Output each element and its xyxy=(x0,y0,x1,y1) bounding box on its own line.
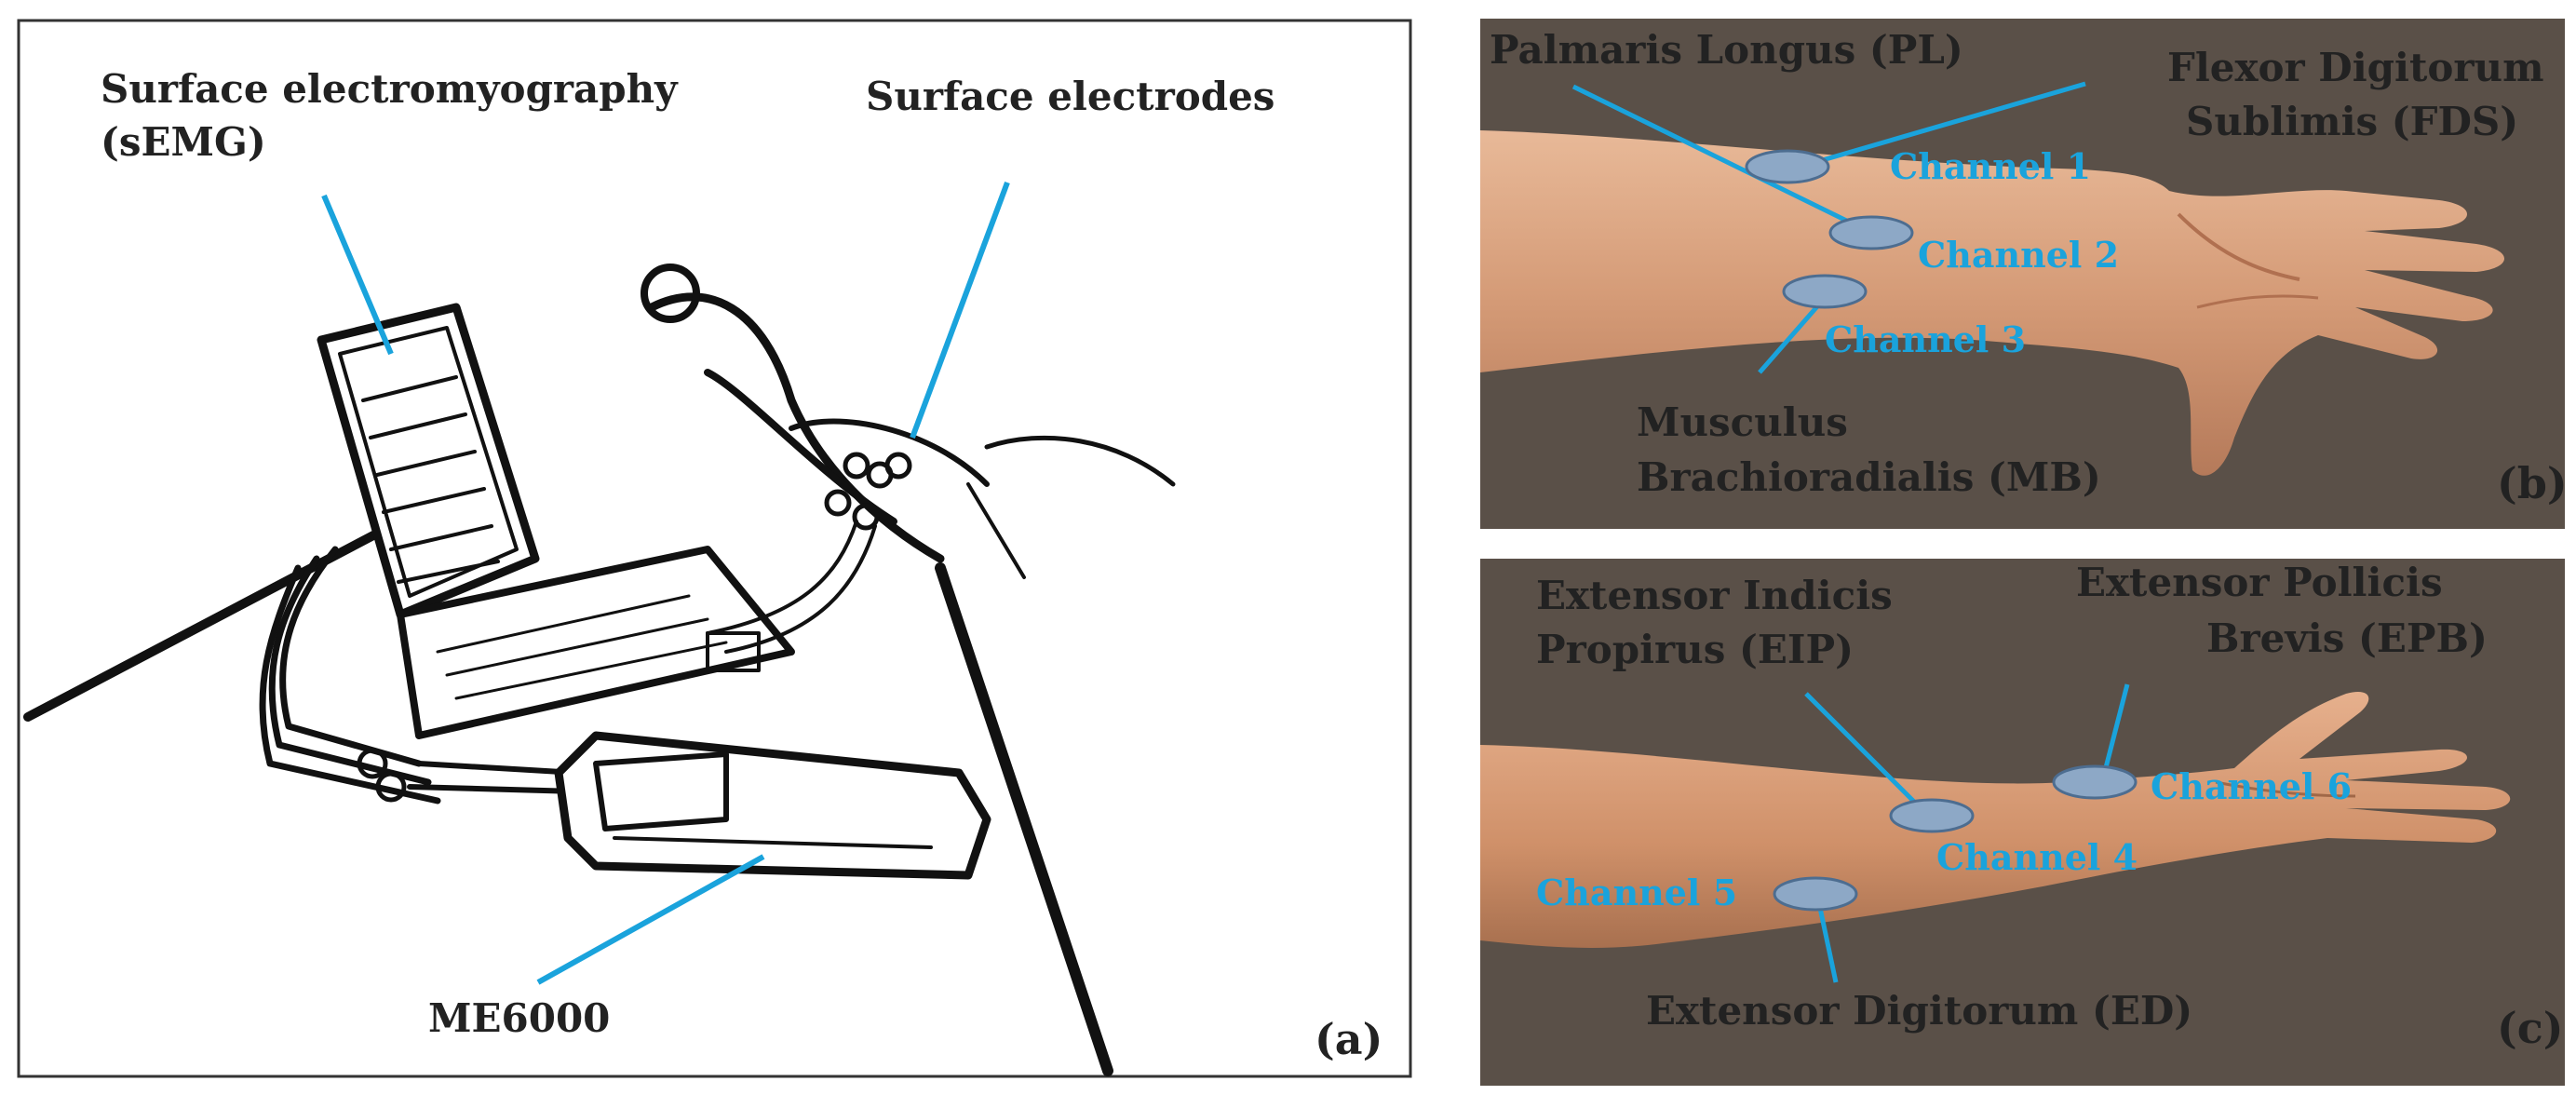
ed-leader-line xyxy=(1817,907,1839,983)
forearm-dorsal xyxy=(1480,691,2511,948)
forearm-palm-up xyxy=(1480,130,2504,476)
panel-c: Extensor Indicis Propirus (EIP) Extensor… xyxy=(1480,559,2565,1086)
muscle-mb-label-line1: Musculus xyxy=(1637,399,1848,445)
panel-b: Palmaris Longus (PL) Flexor Digitorum Su… xyxy=(1480,19,2568,529)
electrode-channel-6 xyxy=(2052,764,2138,800)
me6000-callout-line xyxy=(536,854,765,985)
muscle-fds-label-line2: Sublimis (FDS) xyxy=(2186,99,2518,144)
panel-c-tag: (c) xyxy=(2497,1003,2564,1053)
muscle-fds-label-line1: Flexor Digitorum xyxy=(2167,45,2544,90)
panel-a: Surface electromyography (sEMG) Surface … xyxy=(17,19,1412,1078)
semg-callout-line xyxy=(321,194,394,356)
electrodes-callout-line xyxy=(910,181,1010,439)
electrodes-label: Surface electrodes xyxy=(866,74,1275,119)
channel-1-label: Channel 1 xyxy=(1890,145,2091,187)
electrode-channel-2 xyxy=(1828,215,1914,250)
muscle-eip-label-line1: Extensor Indicis xyxy=(1536,573,1893,618)
semg-label-line2: (sEMG) xyxy=(101,119,266,165)
electrode-channel-5 xyxy=(1773,876,1858,912)
muscle-eip-label-line2: Propirus (EIP) xyxy=(1536,627,1854,672)
mb-leader-line xyxy=(1758,296,1827,374)
channel-2-label: Channel 2 xyxy=(1918,234,2119,276)
muscle-pl-label: Palmaris Longus (PL) xyxy=(1490,27,1963,73)
channel-3-label: Channel 3 xyxy=(1825,318,2026,360)
me6000-label: ME6000 xyxy=(428,995,610,1041)
muscle-epb-label-line2: Brevis (EPB) xyxy=(2206,615,2488,661)
muscle-epb-label-line1: Extensor Pollicis xyxy=(2076,560,2443,605)
electrode-channel-1 xyxy=(1745,149,1830,184)
panel-b-tag: (b) xyxy=(2497,458,2568,508)
semg-label-line1: Surface electromyography xyxy=(101,66,679,112)
muscle-ed-label: Extensor Digitorum (ED) xyxy=(1646,988,2192,1034)
fds-leader-line xyxy=(1796,81,2086,170)
electrode-channel-4 xyxy=(1889,798,1975,833)
panel-a-tag: (a) xyxy=(1315,1014,1382,1064)
panel-a-frame xyxy=(17,19,1412,1078)
pl-leader-line xyxy=(1571,84,1873,236)
channel-6-label: Channel 6 xyxy=(2151,765,2352,807)
electrode-channel-3 xyxy=(1782,274,1868,309)
channel-4-label: Channel 4 xyxy=(1936,836,2138,878)
semg-setup-sketch xyxy=(23,264,1176,1076)
muscle-mb-label-line2: Brachioradialis (MB) xyxy=(1637,454,2101,500)
eip-leader-line xyxy=(1804,692,1929,817)
channel-5-label: Channel 5 xyxy=(1536,872,1737,913)
